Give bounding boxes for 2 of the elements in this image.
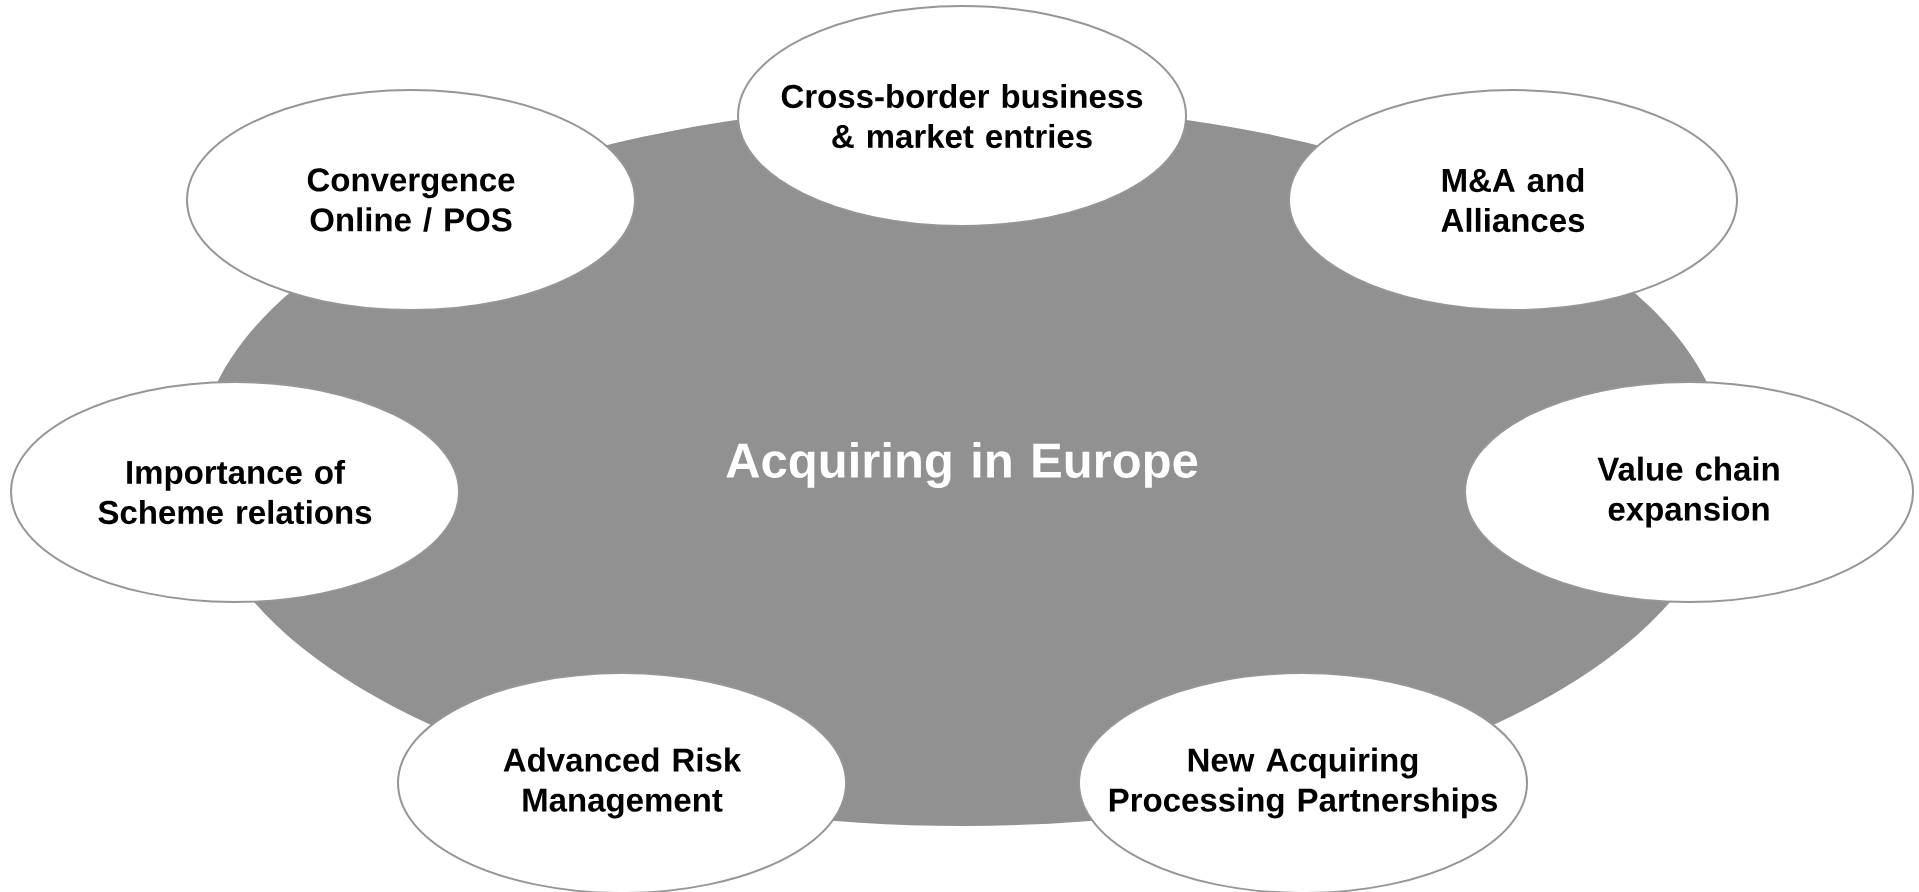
node-label: New Acquiring Processing Partnerships: [1109, 747, 1497, 819]
node-label: Advanced Risk Management: [503, 747, 742, 819]
